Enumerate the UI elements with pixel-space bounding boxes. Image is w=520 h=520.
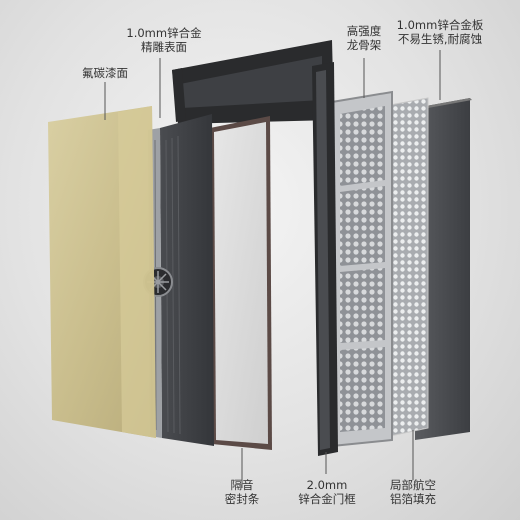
callout-line: 局部航空	[390, 478, 436, 492]
callout-line: 隔音	[230, 478, 254, 492]
callout-line: 2.0mm	[306, 478, 348, 492]
keel-skeleton	[331, 90, 393, 448]
callout-door-frame: 2.0mm 锌合金门框	[290, 478, 364, 506]
leader-lines	[104, 50, 441, 488]
callout-fluorocarbon-coating: 氟碳漆面	[70, 66, 140, 80]
callout-line: 1.0mm锌合金板	[396, 18, 484, 32]
fluorocarbon-coated-panel	[48, 106, 156, 438]
callout-back-plate: 1.0mm锌合金板 不易生锈,耐腐蚀	[392, 18, 488, 46]
door-frame	[172, 40, 338, 456]
callout-line: 1.0mm锌合金	[126, 26, 202, 40]
callout-zinc-finish: 1.0mm锌合金 精雕表面	[124, 26, 204, 54]
callout-line: 密封条	[224, 492, 260, 506]
callout-line: 铝箔填充	[390, 492, 436, 506]
callout-line: 高强度	[346, 24, 382, 38]
callout-keel-skeleton: 高强度 龙骨架	[336, 24, 392, 52]
callout-line: 氟碳漆面	[82, 66, 128, 80]
callout-line: 精雕表面	[141, 40, 187, 54]
honeycomb-filling	[389, 97, 429, 437]
seal-strip-panel	[210, 116, 272, 450]
back-steel-plate	[415, 98, 472, 440]
callout-line: 不易生锈,耐腐蚀	[397, 32, 483, 46]
callout-line: 锌合金门框	[298, 492, 356, 506]
callout-honeycomb: 局部航空 铝箔填充	[380, 478, 446, 506]
callout-line: 龙骨架	[346, 38, 382, 52]
callout-seal-strip: 隔音 密封条	[212, 478, 272, 506]
